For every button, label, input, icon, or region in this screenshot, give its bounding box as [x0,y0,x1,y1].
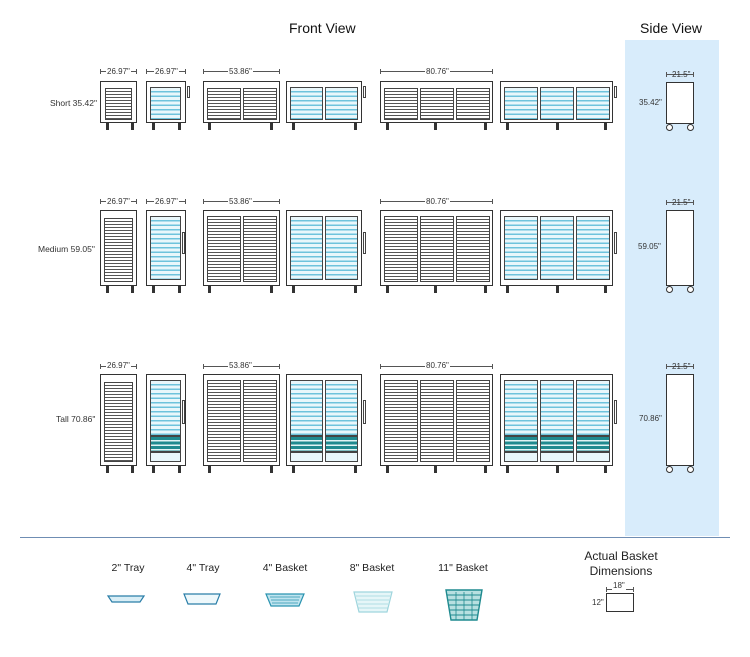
tall-triple-glass-cabinet [500,374,613,466]
legend-4-tray-label: 4" Tray [186,562,220,574]
legend-divider [20,537,730,538]
medium-triple-width: 80.76" [425,197,450,206]
basket-4-icon [265,593,305,607]
tall-side-cabinet [666,374,694,466]
legend-icons [106,589,483,621]
short-triple-glass-cabinet [500,81,613,123]
tall-double-solid-cabinet [203,374,280,466]
basket-8-icon [353,591,393,613]
medium-side-cabinet [666,210,694,286]
tall-double-glass-cabinet [286,374,362,466]
side-view-title: Side View [640,20,703,36]
short-double-solid-cabinet [203,81,280,123]
medium-single-glass-width: 26.97" [154,197,179,206]
short-single-glass-width: 26.97" [154,67,179,76]
short-side-height: 35.42" [639,98,662,107]
medium-single-glass-cabinet [146,210,186,286]
medium-side-height: 59.05" [638,242,661,251]
tray-2-icon [106,595,146,603]
legend-11-basket-label: 11" Basket [438,562,488,574]
short-side-cabinet [666,82,694,124]
tall-single-solid-cabinet [100,374,137,466]
short-single-solid-cabinet [100,81,137,123]
short-single-solid-width: 26.97" [106,67,131,76]
medium-side-depth: 21.5" [672,198,691,207]
medium-double-glass-cabinet [286,210,362,286]
row-label-short: Short 35.42" [50,98,97,108]
row-label-medium: Medium 59.05" [38,244,95,254]
tall-side-height: 70.86" [639,414,662,423]
legend-2-tray-label: 2" Tray [111,562,145,574]
short-side-depth: 21.5" [672,70,691,79]
medium-triple-glass-cabinet [500,210,613,286]
short-double-width: 53.86" [228,67,253,76]
actual-basket-height: 12" [591,598,605,607]
medium-double-width: 53.86" [228,197,253,206]
actual-basket-dimensions-title: Actual Basket Dimensions [584,549,658,578]
medium-double-solid-cabinet [203,210,280,286]
legend-8-basket-label: 8" Basket [349,562,395,574]
tall-single-glass-cabinet [146,374,186,466]
row-label-tall: Tall 70.86" [56,414,96,424]
medium-triple-solid-cabinet [380,210,493,286]
tray-4-icon [183,593,221,605]
short-triple-solid-cabinet [380,81,493,123]
short-single-glass-cabinet [146,81,186,123]
actual-basket-outline [606,593,634,612]
actual-basket-width: 18" [612,581,626,590]
legend-4-basket-label: 4" Basket [262,562,308,574]
tall-double-width: 53.86" [228,361,253,370]
tall-triple-width: 80.76" [425,361,450,370]
basket-11-icon [445,589,483,621]
medium-single-solid-cabinet [100,210,137,286]
short-triple-width: 80.76" [425,67,450,76]
tall-triple-solid-cabinet [380,374,493,466]
medium-single-solid-width: 26.97" [106,197,131,206]
front-view-title: Front View [289,20,356,36]
tall-single-width: 26.97" [106,361,131,370]
short-double-glass-cabinet [286,81,362,123]
tall-side-depth: 21.5" [672,362,691,371]
